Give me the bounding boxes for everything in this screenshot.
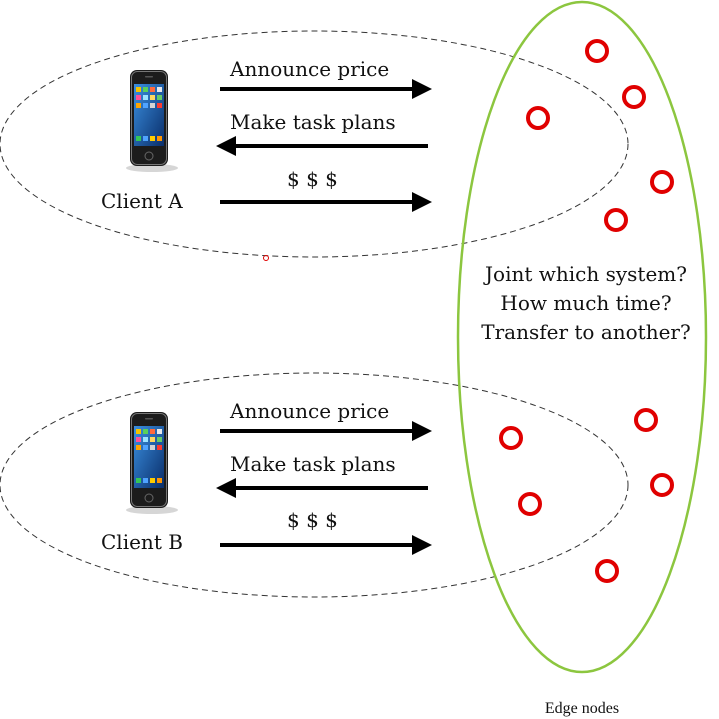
question-transfer: Transfer to another? [481,320,690,344]
edge-node-circle-icon [604,208,628,232]
edge-node-circle-icon [595,559,619,583]
client-b-payment-label: $ $ $ [287,508,338,532]
edge-nodes-ellipse [456,0,708,674]
edge-node-circle-icon [650,170,674,194]
client-a: Client A Announce price Make task plans … [101,57,432,213]
edge-nodes-caption: Edge nodes [545,700,619,717]
client-b-group-ellipse [0,372,629,598]
edge-node-circle-icon [518,492,542,516]
client-a-payment-label: $ $ $ [287,167,338,191]
edge-node-circle-icon [622,85,646,109]
edge-node-circle-icon [634,408,658,432]
edge-nodes [499,39,674,583]
client-b-announce-price-label: Announce price [229,399,389,423]
smartphone-icon [126,412,178,514]
client-b-task-plans-label: Make task plans [230,452,396,476]
smartphone-icon [126,70,178,172]
client-a-task-plans-label: Make task plans [230,110,396,134]
edge-questions: Joint which system? How much time? Trans… [481,262,690,344]
question-join-system: Joint which system? [483,262,687,286]
client-a-group-ellipse [0,30,629,258]
client-a-label: Client A [101,189,183,213]
client-a-announce-price-label: Announce price [229,57,389,81]
edge-node-circle-icon [585,39,609,63]
edge-node-circle-icon [650,473,674,497]
client-b: Client B Announce price Make task plans … [101,399,432,555]
question-how-much-time: How much time? [500,291,671,315]
ellipse-point-marker [263,255,269,261]
edge-node-circle-icon [526,106,550,130]
client-b-label: Client B [101,530,183,554]
edge-node-circle-icon [499,426,523,450]
